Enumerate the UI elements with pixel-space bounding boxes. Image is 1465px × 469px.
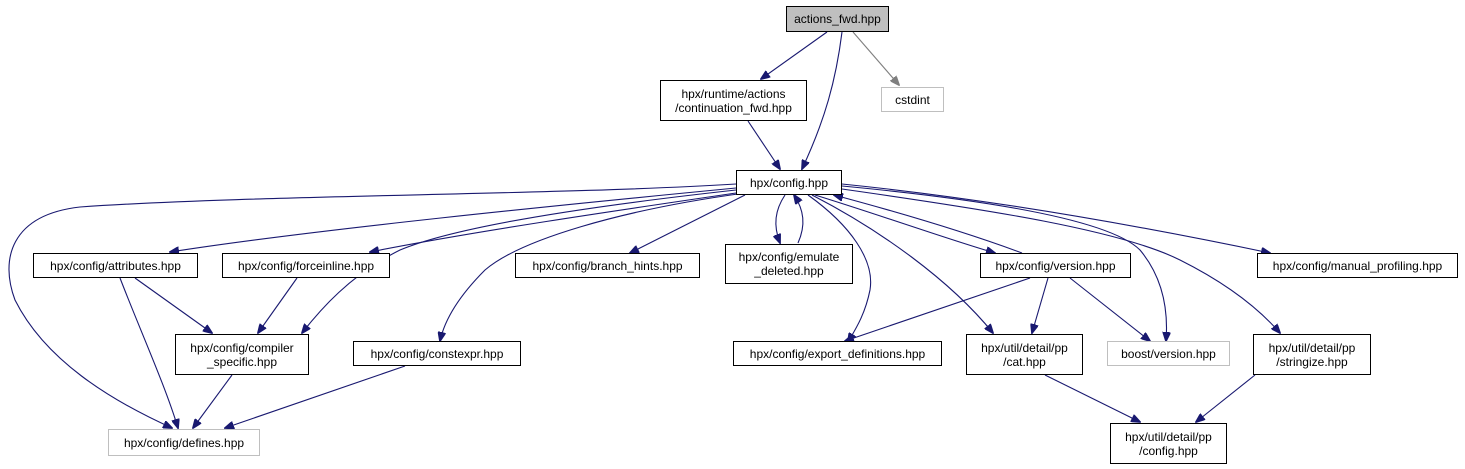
edge-config-to-constexpr: [440, 192, 746, 341]
node-pp_config[interactable]: hpx/util/detail/pp /config.hpp: [1110, 423, 1227, 464]
edge-config-to-emulate_deleted: [776, 194, 786, 243]
node-version[interactable]: hpx/config/version.hpp: [980, 253, 1131, 278]
node-forceinline[interactable]: hpx/config/forceinline.hpp: [222, 253, 390, 278]
edge-compiler_specific-to-defines: [193, 374, 233, 428]
edge-config-to-compiler_specific: [302, 189, 737, 333]
edge-constexpr-to-defines: [225, 365, 406, 428]
edge-version-to-pp_cat: [1032, 277, 1049, 333]
edge-forceinline-to-compiler_specific: [258, 277, 298, 333]
node-constexpr[interactable]: hpx/config/constexpr.hpp: [353, 341, 521, 366]
edge-version-to-export_definitions: [845, 277, 1031, 341]
node-actions_fwd[interactable]: actions_fwd.hpp: [786, 6, 889, 32]
node-pp_cat[interactable]: hpx/util/detail/pp /cat.hpp: [966, 334, 1083, 375]
edge-actions_fwd-to-cstdint: [852, 31, 899, 85]
edge-config-to-forceinline: [370, 192, 737, 252]
node-pp_stringize[interactable]: hpx/util/detail/pp /stringize.hpp: [1253, 334, 1371, 375]
edge-actions_fwd-to-config: [802, 31, 843, 169]
node-manual_profiling[interactable]: hpx/config/manual_profiling.hpp: [1257, 253, 1458, 278]
edge-config-to-manual_profiling: [841, 183, 1270, 253]
edge-version-to-config: [834, 195, 1023, 254]
edge-emulate_deleted-to-config: [794, 195, 804, 244]
edge-pp_stringize-to-pp_config: [1196, 374, 1256, 422]
edge-attributes-to-compiler_specific: [134, 277, 212, 333]
edge-actions_fwd-to-continuation_fwd: [761, 31, 828, 79]
edge-config-to-boost_version: [841, 185, 1167, 341]
node-boost_version: boost/version.hpp: [1107, 341, 1230, 366]
node-config[interactable]: hpx/config.hpp: [736, 170, 842, 195]
node-continuation_fwd[interactable]: hpx/runtime/actions /continuation_fwd.hp…: [660, 80, 807, 121]
node-emulate_deleted[interactable]: hpx/config/emulate _deleted.hpp: [725, 244, 853, 284]
node-compiler_specific[interactable]: hpx/config/compiler _specific.hpp: [175, 334, 309, 375]
node-cstdint: cstdint: [881, 87, 944, 112]
edge-config-to-pp_cat: [811, 194, 993, 333]
edge-continuation_fwd-to-config: [747, 120, 780, 169]
edge-attributes-to-defines: [119, 277, 178, 428]
edge-config-to-attributes: [170, 187, 737, 252]
edge-config-to-pp_stringize: [841, 188, 1280, 333]
edge-config-to-branch_hints: [630, 194, 746, 253]
edge-config-to-defines: [8, 183, 737, 428]
edge-config-to-version: [814, 194, 995, 253]
node-attributes[interactable]: hpx/config/attributes.hpp: [33, 253, 198, 278]
node-defines: hpx/config/defines.hpp: [108, 429, 260, 456]
node-branch_hints[interactable]: hpx/config/branch_hints.hpp: [515, 253, 700, 278]
node-export_definitions[interactable]: hpx/config/export_definitions.hpp: [733, 341, 942, 366]
edge-config-to-export_definitions: [807, 194, 872, 342]
edge-pp_cat-to-pp_config: [1044, 374, 1140, 422]
edge-version-to-boost_version: [1069, 277, 1150, 341]
